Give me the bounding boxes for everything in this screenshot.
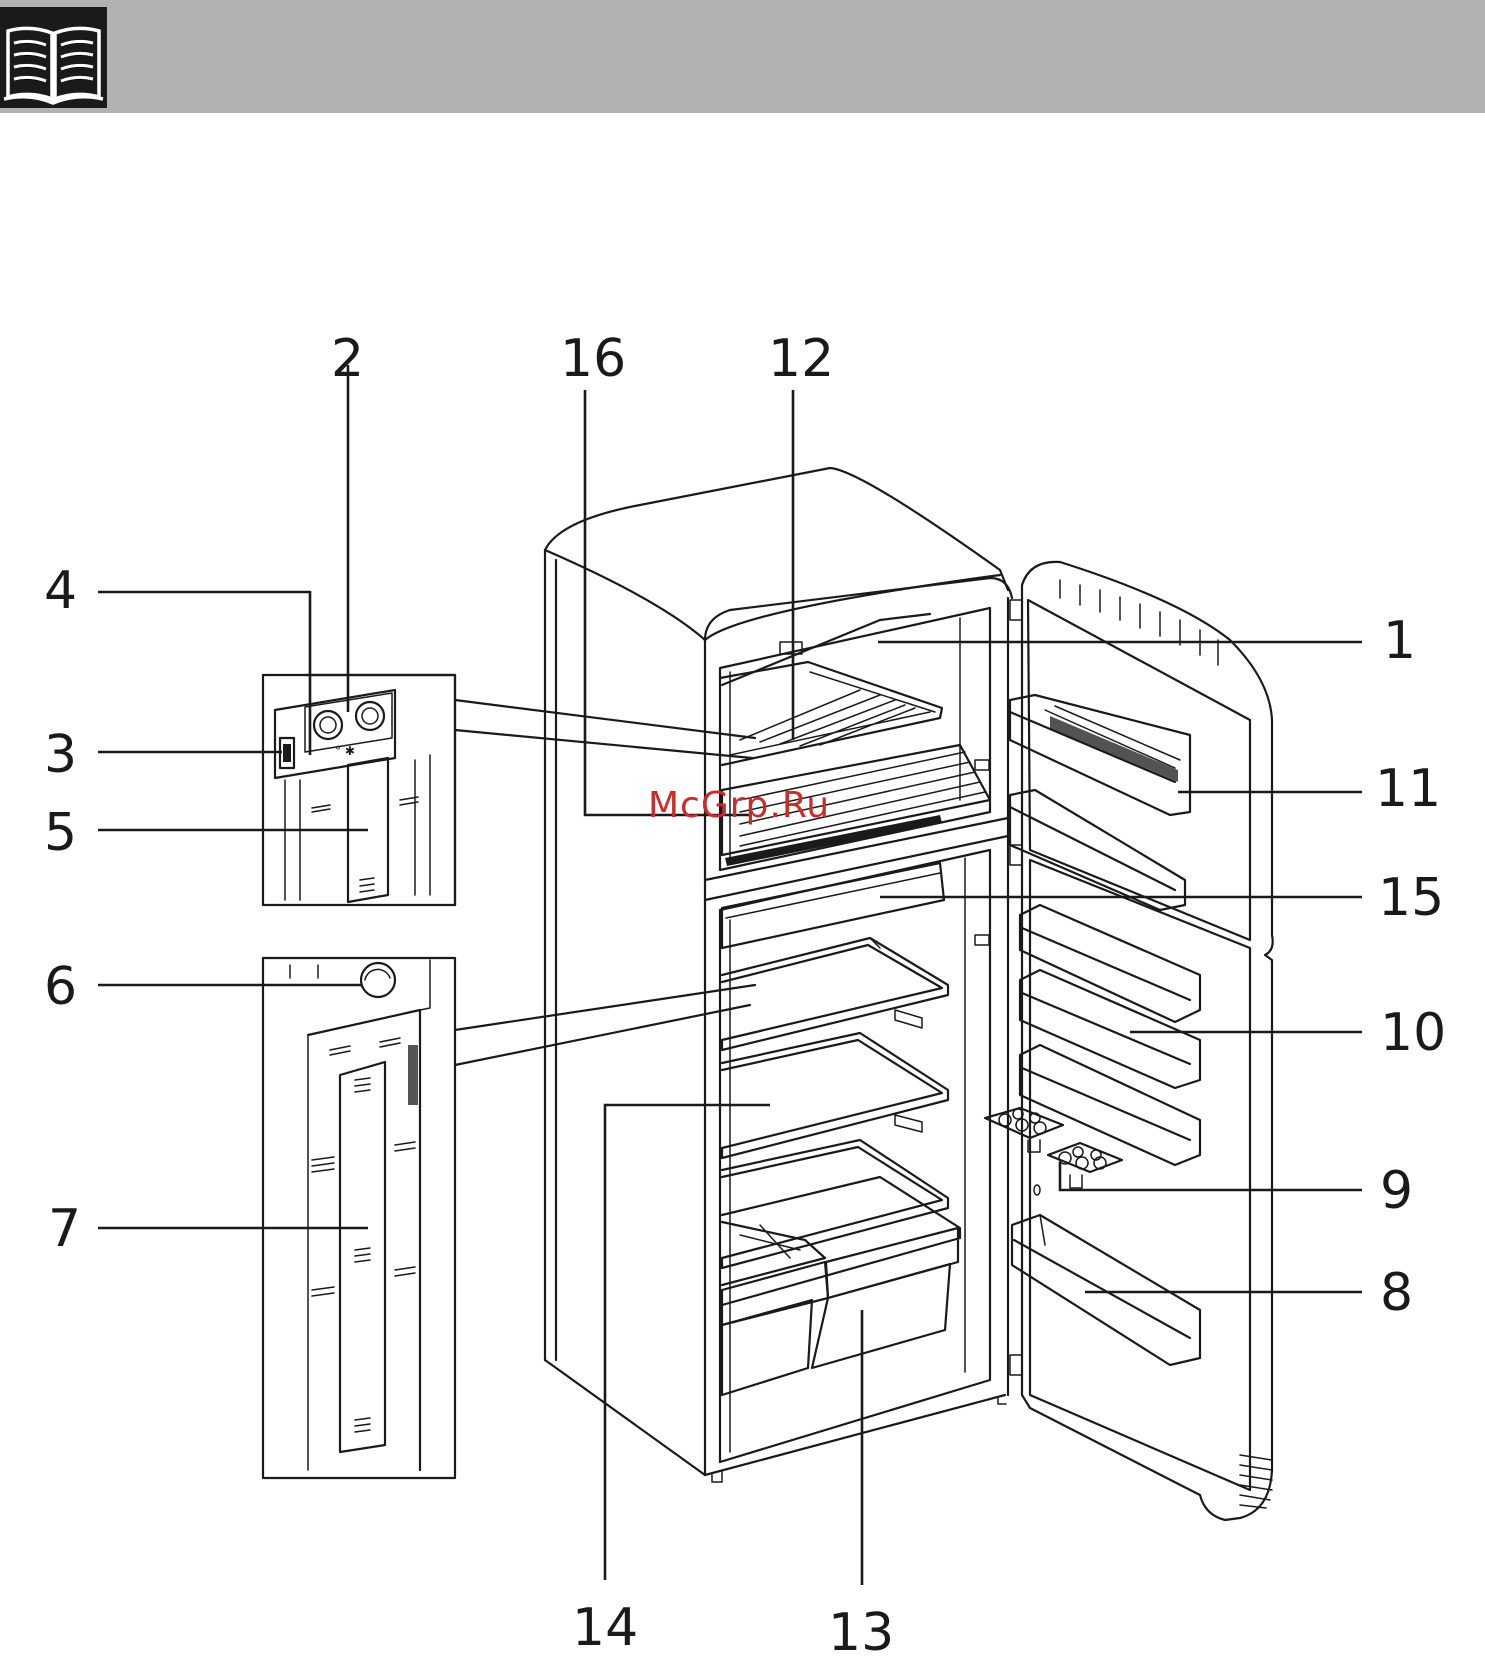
- callout-1: 1: [1383, 611, 1416, 671]
- door-balconies: [985, 695, 1200, 1365]
- callout-2: 2: [331, 329, 364, 389]
- freezer-shelves: [720, 614, 990, 866]
- callout-10: 10: [1380, 1003, 1446, 1063]
- callout-9: 9: [1380, 1161, 1413, 1221]
- callout-4: 4: [44, 561, 77, 621]
- callout-6: 6: [44, 957, 77, 1017]
- callout-12: 12: [768, 329, 834, 389]
- svg-text:° ✱: ° ✱: [335, 744, 355, 758]
- callout-14: 14: [572, 1598, 638, 1658]
- callout-3: 3: [44, 725, 77, 785]
- fridge-door: [1010, 562, 1273, 1520]
- callout-13: 13: [828, 1603, 894, 1663]
- callout-8: 8: [1380, 1263, 1413, 1323]
- watermark: McGrp.Ru: [648, 785, 830, 826]
- thermostat-inset: [263, 958, 755, 1478]
- callout-16: 16: [560, 329, 626, 389]
- callout-labels: 1 2 3 4 5 6 7 8 9 10 11 12 13 14 15 16: [44, 329, 1446, 1663]
- callout-11: 11: [1375, 759, 1441, 819]
- callout-5: 5: [44, 803, 77, 863]
- callout-15: 15: [1378, 868, 1444, 928]
- callout-7: 7: [48, 1199, 81, 1259]
- fridge-shelves: [722, 863, 989, 1395]
